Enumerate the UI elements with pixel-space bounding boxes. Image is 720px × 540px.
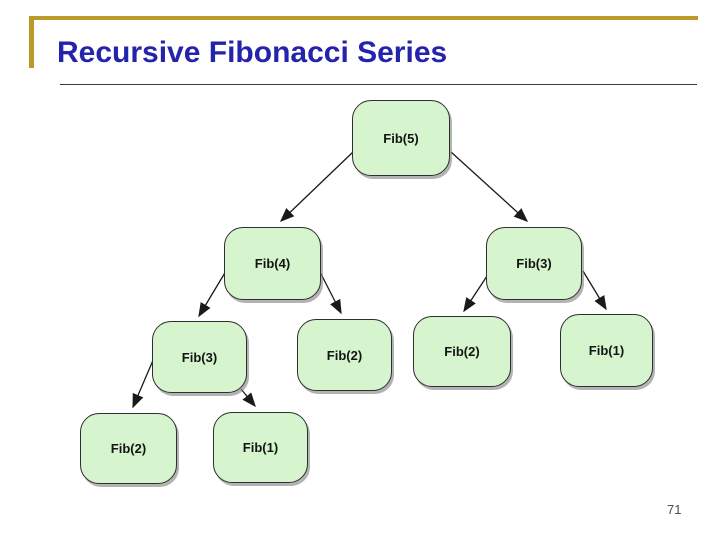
tree-edge-fib4-to-fib3-left: [198, 270, 227, 318]
tree-node-fib2-mid: Fib(2): [297, 319, 392, 391]
tree-node-fib3-left: Fib(3): [152, 321, 247, 393]
title-underline: [60, 84, 697, 85]
tree-edge-fib3-right-to-fib1-right: [582, 270, 607, 311]
accent-line-top: [30, 16, 698, 20]
slide-title: Recursive Fibonacci Series: [57, 36, 448, 69]
tree-edge-fib4-to-fib2-mid: [318, 269, 342, 315]
tree-edge-fib3-left-to-fib2-leaf: [132, 357, 155, 409]
tree-node-fib3-right: Fib(3): [486, 227, 582, 300]
tree-node-fib1-leaf: Fib(1): [213, 412, 308, 483]
tree-node-fib4: Fib(4): [224, 227, 321, 300]
tree-edge-fib3-left-to-fib1-leaf: [240, 388, 256, 408]
accent-line-left: [29, 16, 34, 68]
tree-node-fib2-right: Fib(2): [413, 316, 511, 387]
tree-edge-fib5-root-to-fib3-right: [450, 151, 529, 222]
page-number: 71: [667, 502, 682, 517]
tree-node-fib1-right: Fib(1): [560, 314, 653, 387]
tree-node-fib2-leaf: Fib(2): [80, 413, 177, 484]
tree-node-fib5-root: Fib(5): [352, 100, 450, 176]
tree-edge-fib3-right-to-fib2-right: [463, 272, 490, 313]
tree-edge-fib5-root-to-fib4: [279, 151, 354, 222]
